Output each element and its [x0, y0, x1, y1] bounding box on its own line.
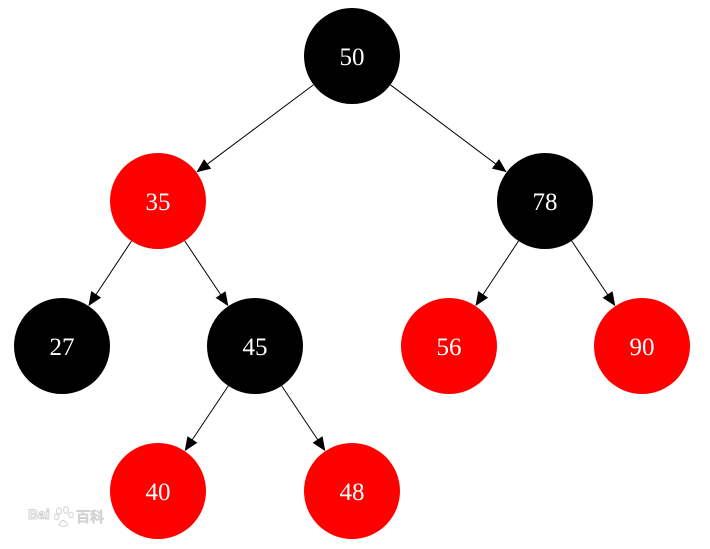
- edge-45-to-40: [184, 385, 229, 452]
- node-circle-black: [497, 153, 593, 249]
- node-circle-red: [594, 298, 690, 394]
- node-label: 35: [146, 189, 171, 216]
- node-circle-black: [304, 8, 400, 104]
- baidu-baike-watermark: Bai 百科: [28, 506, 128, 536]
- node-circle-red: [110, 153, 206, 249]
- edge-78-to-56: [475, 240, 519, 306]
- edge-50-to-35: [196, 84, 314, 173]
- tree-node-40: 40: [110, 443, 206, 539]
- tree-node-56: 56: [401, 298, 497, 394]
- node-circle-red: [304, 443, 400, 539]
- edge-78-to-90: [571, 240, 616, 307]
- edge-35-to-45: [184, 240, 229, 307]
- tree-node-27: 27: [14, 298, 110, 394]
- node-label: 50: [340, 44, 365, 71]
- node-circle-red: [110, 443, 206, 539]
- tree-edges: [88, 84, 616, 452]
- node-label: 56: [437, 334, 462, 361]
- tree-node-48: 48: [304, 443, 400, 539]
- tree-node-35: 35: [110, 153, 206, 249]
- tree-nodes: 50 35 78 27 45 56 90 40 48: [14, 8, 690, 539]
- node-label: 90: [630, 334, 655, 361]
- tree-node-45: 45: [207, 298, 303, 394]
- baidu-paw-icon: [54, 506, 74, 527]
- tree-node-90: 90: [594, 298, 690, 394]
- node-label: 48: [340, 479, 365, 506]
- edge-35-to-27: [88, 240, 132, 306]
- watermark-text-right: 百科: [76, 510, 105, 527]
- node-label: 27: [50, 334, 75, 361]
- tree-node-78: 78: [497, 153, 593, 249]
- node-circle-red: [401, 298, 497, 394]
- node-label: 40: [146, 479, 171, 506]
- watermark-text-left: Bai: [28, 506, 51, 523]
- edge-50-to-78: [390, 84, 507, 173]
- edge-45-to-48: [281, 385, 326, 452]
- node-label: 45: [243, 334, 268, 361]
- node-circle-black: [207, 298, 303, 394]
- node-label: 78: [533, 189, 558, 216]
- tree-node-50: 50: [304, 8, 400, 104]
- node-circle-black: [14, 298, 110, 394]
